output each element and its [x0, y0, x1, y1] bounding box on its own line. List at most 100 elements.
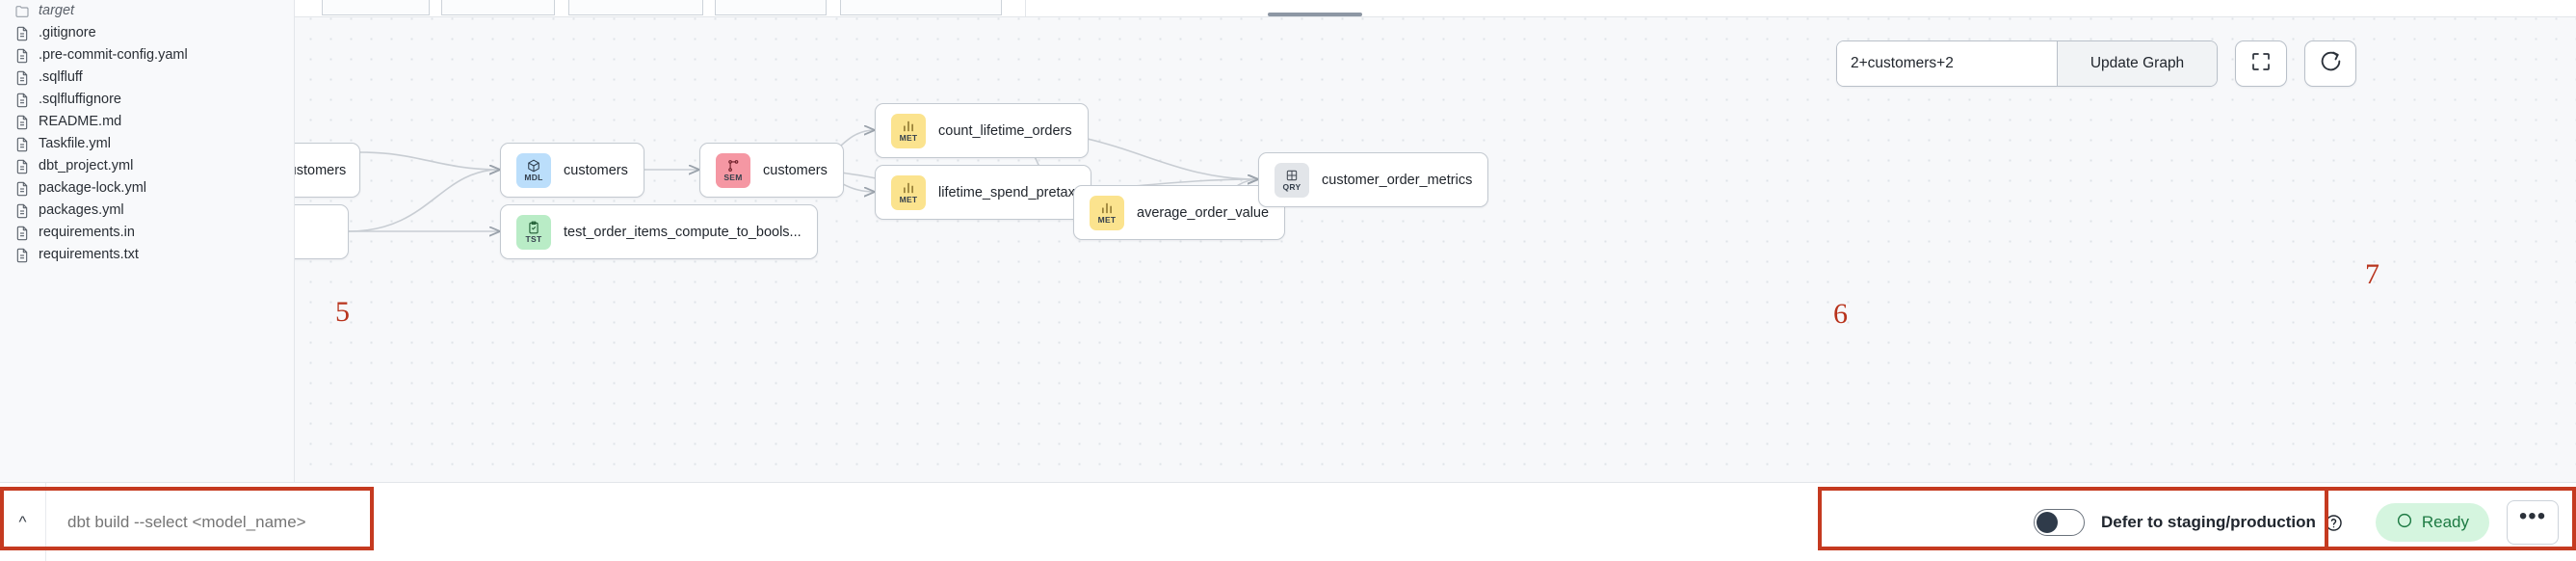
graph-node-label: count_lifetime_orders [938, 122, 1072, 139]
help-circle-icon[interactable] [2325, 514, 2343, 532]
bar-chart-icon [1100, 200, 1114, 215]
file-name-label: Taskfile.yml [39, 136, 111, 152]
file-row[interactable]: .pre-commit-config.yaml [0, 44, 294, 67]
graph-node-customers-semantic[interactable]: SEM customers [699, 143, 844, 198]
file-icon [13, 92, 31, 109]
graph-node-count-lifetime-orders[interactable]: MET count_lifetime_orders [875, 103, 1089, 158]
refresh-icon [2319, 49, 2343, 78]
graph-node-label: customers [763, 162, 828, 178]
graph-node-customers-model[interactable]: MDL customers [500, 143, 644, 198]
node-type-badge-tst: TST [516, 214, 551, 250]
node-type-tag: MET [899, 133, 918, 144]
defer-toggle[interactable] [2033, 509, 2085, 536]
graph-node-label: customer_order_metrics [1322, 172, 1473, 188]
file-row[interactable]: requirements.in [0, 222, 294, 244]
file-name-label: packages.yml [39, 202, 124, 219]
defer-label: Defer to staging/production [2100, 513, 2316, 531]
graph-node-label: stg_customers [295, 162, 347, 178]
graph-node-test-order-items[interactable]: TST test_order_items_compute_to_bools... [500, 204, 818, 259]
active-tab-underline [1268, 13, 1362, 16]
file-row[interactable]: packages.yml [0, 200, 294, 222]
file-row[interactable]: target [0, 0, 294, 22]
bottom-status-bar: ^ Defer to staging/production [0, 482, 2576, 561]
editor-tab-strip [295, 0, 2576, 17]
file-list: target .gitignore .pre-commit-config.yaml.… [0, 0, 294, 266]
semantic-layer-icon [726, 158, 740, 173]
graph-node-customer-order-metrics[interactable]: QRY customer_order_metrics [1258, 152, 1489, 207]
editor-tab-stub[interactable] [322, 0, 430, 15]
file-icon [13, 158, 31, 175]
editor-tab-stub[interactable] [568, 0, 703, 15]
file-explorer-sidebar: target .gitignore .pre-commit-config.yaml.… [0, 0, 295, 482]
graph-node-label: customers [564, 162, 628, 178]
graph-toolbar: Update Graph [1836, 40, 2356, 87]
file-row[interactable]: README.md [0, 111, 294, 133]
update-graph-button[interactable]: Update Graph [2057, 41, 2217, 86]
file-icon [13, 25, 31, 42]
node-type-tag: TST [525, 234, 542, 245]
defer-toggle-knob [2036, 512, 2058, 533]
file-row[interactable]: dbt_project.yml [0, 155, 294, 177]
node-type-tag: SEM [723, 173, 743, 183]
editor-tab-stub[interactable] [840, 0, 1002, 15]
dbt-command-input[interactable] [46, 512, 624, 532]
bottom-bar-right-group: Defer to staging/production Ready ••• [2033, 483, 2576, 561]
editor-tab-stub[interactable] [715, 0, 827, 15]
file-row[interactable]: package-lock.yml [0, 177, 294, 200]
node-type-badge-met: MET [891, 113, 926, 148]
node-type-badge-sem: SEM [716, 152, 750, 188]
file-icon [13, 69, 31, 87]
status-badge[interactable]: Ready [2375, 503, 2489, 542]
file-icon [13, 114, 31, 131]
graph-node-label: test_order_items_compute_to_bools... [564, 224, 802, 240]
bar-chart-icon [902, 180, 915, 195]
graph-node-label: average_order_value [1137, 204, 1270, 221]
file-row[interactable]: .gitignore [0, 22, 294, 44]
bar-chart-icon [902, 119, 915, 133]
graph-node-lifetime-spend-pretax[interactable]: MET lifetime_spend_pretax [875, 165, 1091, 220]
file-name-label: target [39, 3, 75, 19]
file-name-label: .sqlfluffignore [39, 92, 121, 108]
node-type-tag: MET [899, 195, 918, 205]
file-row[interactable]: .sqlfluffignore [0, 89, 294, 111]
file-icon [13, 180, 31, 198]
graph-node-stg-customers[interactable]: stg_customers [295, 143, 360, 198]
graph-node-average-order-value[interactable]: MET average_order_value [1073, 185, 1286, 240]
file-name-label: package-lock.yml [39, 180, 147, 197]
more-horizontal-icon: ••• [2518, 503, 2547, 529]
file-row[interactable]: Taskfile.yml [0, 133, 294, 155]
graph-search-input[interactable] [1837, 41, 2057, 86]
tab-strip-divider [1025, 0, 1026, 17]
file-name-label: requirements.txt [39, 247, 139, 263]
chevron-up-icon: ^ [18, 512, 27, 531]
expand-console-button[interactable]: ^ [0, 482, 46, 561]
file-name-label: .sqlfluff [39, 69, 83, 86]
file-name-label: dbt_project.yml [39, 158, 134, 174]
node-type-badge-met: MET [1090, 195, 1124, 230]
file-icon [13, 47, 31, 65]
file-icon [13, 202, 31, 220]
node-type-badge-met: MET [891, 174, 926, 210]
query-icon [1285, 168, 1299, 182]
graph-node-orders[interactable]: orders [295, 204, 349, 259]
lineage-graph-canvas[interactable]: Update Graph [295, 0, 2576, 482]
graph-node-label: lifetime_spend_pretax [938, 184, 1075, 200]
clipboard-check-icon [527, 220, 540, 234]
file-icon [13, 225, 31, 242]
refresh-button[interactable] [2304, 40, 2356, 87]
fullscreen-button[interactable] [2235, 40, 2287, 87]
graph-search-group: Update Graph [1836, 40, 2218, 87]
node-type-tag: MDL [524, 173, 543, 183]
node-type-tag: MET [1097, 215, 1117, 226]
file-row[interactable]: requirements.txt [0, 244, 294, 266]
fullscreen-icon [2249, 50, 2273, 78]
folder-icon [13, 3, 31, 20]
more-options-button[interactable]: ••• [2507, 500, 2559, 545]
file-icon [13, 136, 31, 153]
file-row[interactable]: .sqlfluff [0, 67, 294, 89]
node-type-badge-mdl: MDL [516, 152, 551, 188]
status-circle-icon [2396, 512, 2413, 534]
editor-tab-stub[interactable] [441, 0, 555, 15]
file-name-label: .pre-commit-config.yaml [39, 47, 188, 64]
